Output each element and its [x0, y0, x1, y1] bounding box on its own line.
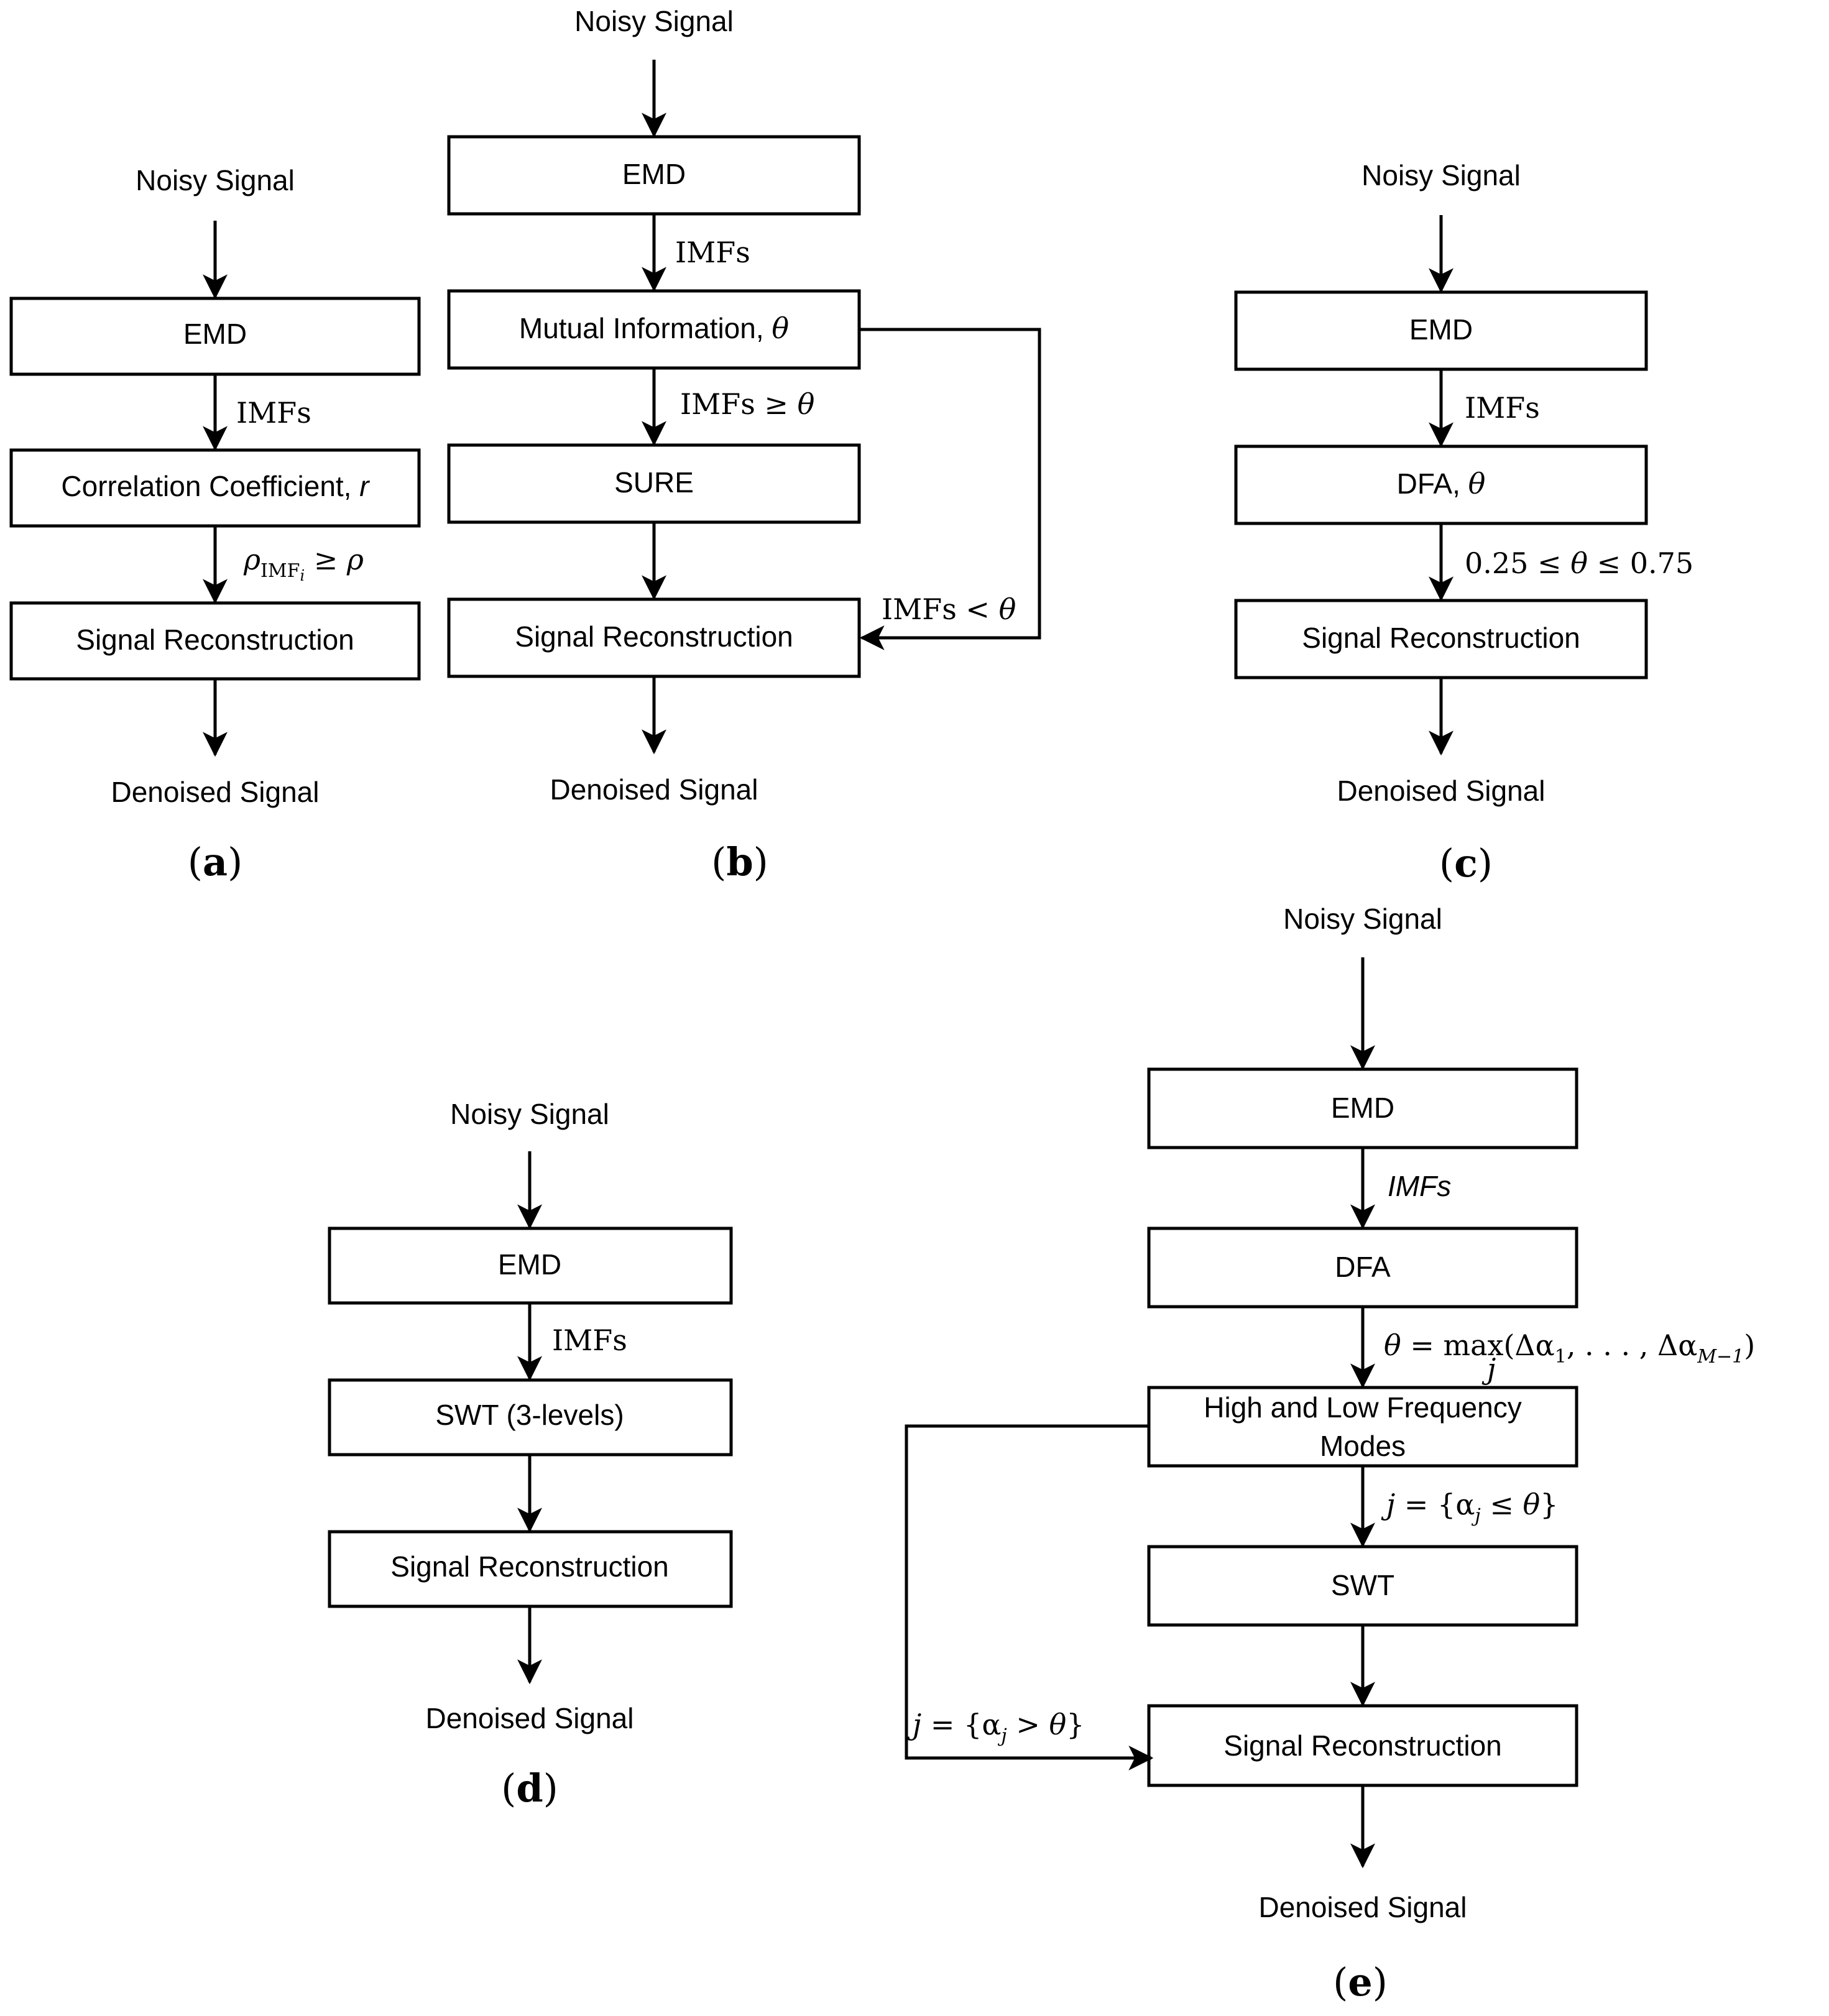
e-dfa-label: DFA: [1335, 1251, 1391, 1283]
d-swt-box: [328, 1378, 733, 1457]
e-input-label: Noisy Signal: [1283, 903, 1442, 935]
e-bypass-arrow: [905, 1424, 1154, 1770]
e-edge-theta-label: θ = max(Δα1, . . . , ΔαM−1): [1384, 1328, 1755, 1368]
d-emd-label: EMD: [498, 1248, 561, 1281]
e-edge-le-label: j = {αj ≤ θ}: [1381, 1488, 1558, 1527]
b-reconstruction-label: Signal Reconstruction: [515, 620, 793, 653]
d-swt-label: SWT (3-levels): [435, 1399, 624, 1431]
c-caption: (c): [1439, 840, 1493, 886]
e-modes-label-line2: Modes: [1320, 1430, 1406, 1462]
c-output-label: Denoised Signal: [1337, 775, 1545, 807]
e-modes-label-line1: High and Low Frequency: [1204, 1391, 1521, 1424]
e-swt-label: SWT: [1331, 1569, 1394, 1601]
e-modes-box: [1147, 1386, 1578, 1468]
b-reconstruction-box: [447, 597, 861, 678]
a-emd-label: EMD: [183, 318, 247, 350]
c-edge-range-label: 0.25 ≤ θ ≤ 0.75: [1465, 546, 1693, 580]
e-edge-imfs-label: IMFs: [1388, 1170, 1451, 1202]
c-reconstruction-box: [1234, 599, 1648, 679]
b-edge-imfs-label: IMFs: [675, 236, 750, 269]
a-correlation-label: Correlation Coefficient, r: [61, 470, 370, 502]
c-emd-label: EMD: [1409, 313, 1473, 346]
d-input-label: Noisy Signal: [450, 1098, 609, 1130]
b-caption: (b): [711, 839, 768, 885]
e-edge-gt-label: j = {αj > θ}: [907, 1708, 1084, 1747]
a-edge-condition-label: ρIMFi ≥ ρ: [243, 543, 364, 584]
b-sure-box: [447, 443, 861, 524]
c-reconstruction-label: Signal Reconstruction: [1302, 622, 1580, 654]
e-dfa-box: [1147, 1227, 1578, 1309]
e-caption: (e): [1333, 1959, 1388, 2005]
c-dfa-box: [1234, 444, 1648, 525]
a-reconstruction-box: [9, 601, 421, 681]
diagram-a: Noisy Signal EMD IMFs Correlation Coeffi…: [9, 164, 421, 885]
e-emd-box: [1147, 1067, 1578, 1149]
a-correlation-box: [9, 448, 421, 528]
b-edge-lt-label: IMFs < θ: [882, 592, 1016, 626]
d-reconstruction-label: Signal Reconstruction: [390, 1550, 668, 1583]
b-mutual-information-box: [447, 289, 861, 370]
d-emd-box: [328, 1227, 733, 1305]
d-edge-imfs-label: IMFs: [552, 1323, 627, 1357]
diagram-c: Noisy Signal EMD IMFs DFA, θ 0.25 ≤ θ ≤ …: [1234, 159, 1693, 886]
d-reconstruction-box: [328, 1530, 733, 1608]
c-input-label: Noisy Signal: [1361, 159, 1521, 191]
d-caption: (d): [501, 1765, 558, 1811]
d-output-label: Denoised Signal: [425, 1702, 633, 1734]
b-emd-box: [447, 135, 861, 216]
diagram-e: Noisy Signal EMD IMFs DFA θ = max(Δα1, .…: [905, 903, 1755, 2005]
diagram-b: Noisy Signal EMD IMFs Mutual Information…: [447, 5, 1041, 885]
b-input-label: Noisy Signal: [574, 5, 734, 37]
b-emd-label: EMD: [622, 158, 686, 190]
c-edge-imfs-label: IMFs: [1465, 391, 1540, 425]
e-swt-box: [1147, 1545, 1578, 1627]
b-sure-label: SURE: [614, 466, 694, 499]
a-input-label: Noisy Signal: [136, 164, 295, 196]
b-bypass-arrow: [859, 328, 1041, 650]
a-edge-imfs-label: IMFs: [236, 396, 311, 430]
b-mutual-information-label: Mutual Information, θ: [519, 311, 789, 345]
c-dfa-label: DFA, θ: [1397, 467, 1486, 500]
a-reconstruction-label: Signal Reconstruction: [76, 624, 354, 656]
e-reconstruction-label: Signal Reconstruction: [1223, 1729, 1501, 1762]
diagram-d: Noisy Signal EMD IMFs SWT (3-levels) Sig…: [328, 1098, 733, 1811]
a-caption: (a): [188, 839, 243, 885]
b-edge-ge-label: IMFs ≥ θ: [680, 387, 814, 421]
b-output-label: Denoised Signal: [550, 773, 758, 806]
a-output-label: Denoised Signal: [111, 776, 319, 808]
e-emd-label: EMD: [1331, 1092, 1394, 1124]
e-output-label: Denoised Signal: [1258, 1891, 1467, 1923]
